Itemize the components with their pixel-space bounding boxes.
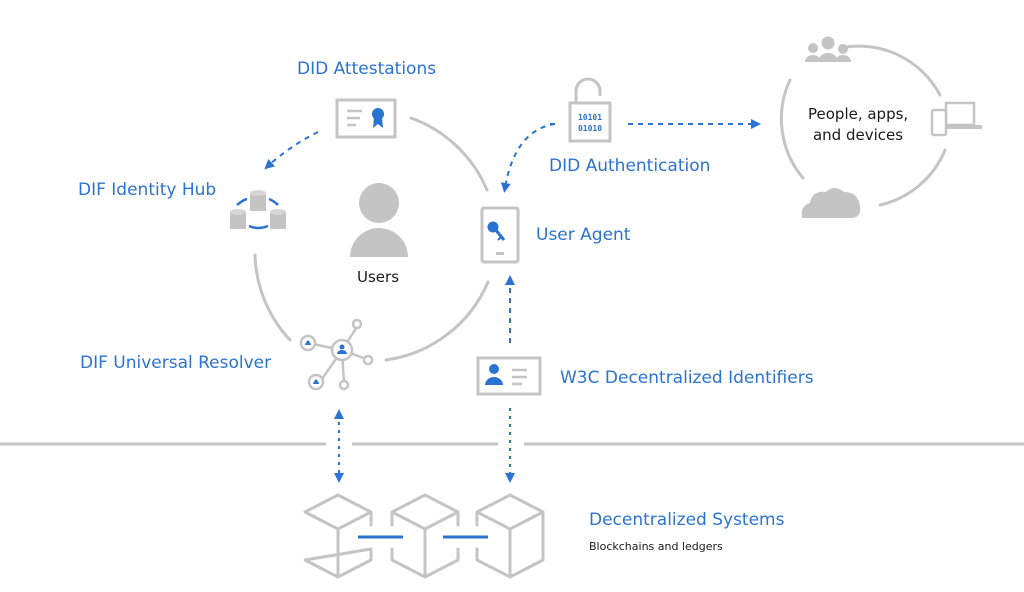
label-decentralized-systems-sub: Blockchains and ledgers (589, 540, 723, 553)
users-ring (253, 116, 490, 362)
label-people-apps-devices: People, apps, and devices (808, 104, 908, 146)
ring-arc-top-right (409, 116, 489, 192)
people-group-icon (805, 36, 851, 62)
label-decentralized-systems: Decentralized Systems (589, 510, 785, 530)
label-dif-universal-resolver: DIF Universal Resolver (80, 353, 272, 373)
cloud-icon (801, 188, 861, 218)
lock-icon: 10101 01010 (568, 77, 612, 143)
database-cluster-icon (230, 190, 286, 230)
outer-arc-left (779, 78, 805, 180)
arrow-authentication-to-agent (500, 123, 556, 193)
id-card-icon (476, 356, 542, 396)
label-people-apps-devices-line2: and devices (812, 126, 904, 144)
people-apps-devices-ring (779, 44, 947, 207)
network-resolver-icon (299, 318, 374, 391)
label-user-agent: User Agent (536, 225, 631, 245)
label-people-apps-devices-line1: People, apps, (808, 105, 909, 123)
lock-bits-line2: 01010 (578, 124, 602, 133)
label-users: Users (357, 268, 400, 286)
outer-arc-bottom-right (878, 148, 947, 207)
arrow-attestations-to-hub (264, 131, 319, 170)
phone-key-icon (480, 206, 520, 264)
label-dif-identity-hub: DIF Identity Hub (78, 180, 217, 200)
devices-icon (930, 101, 982, 137)
certificate-icon (335, 98, 397, 139)
user-avatar-icon (350, 183, 408, 257)
outer-arc-top (838, 44, 942, 97)
ring-arc-bottom-left (253, 253, 292, 342)
cube-2 (390, 493, 460, 579)
blockchain-cubes-icon (303, 493, 545, 579)
ring-arc-bottom-right (384, 280, 490, 362)
label-w3c-dids: W3C Decentralized Identifiers (560, 368, 814, 388)
label-did-attestations: DID Attestations (297, 59, 437, 79)
cube-1 (303, 493, 373, 579)
label-did-authentication: DID Authentication (549, 156, 711, 176)
lock-bits-line1: 10101 (578, 113, 602, 122)
cube-3 (475, 493, 545, 579)
